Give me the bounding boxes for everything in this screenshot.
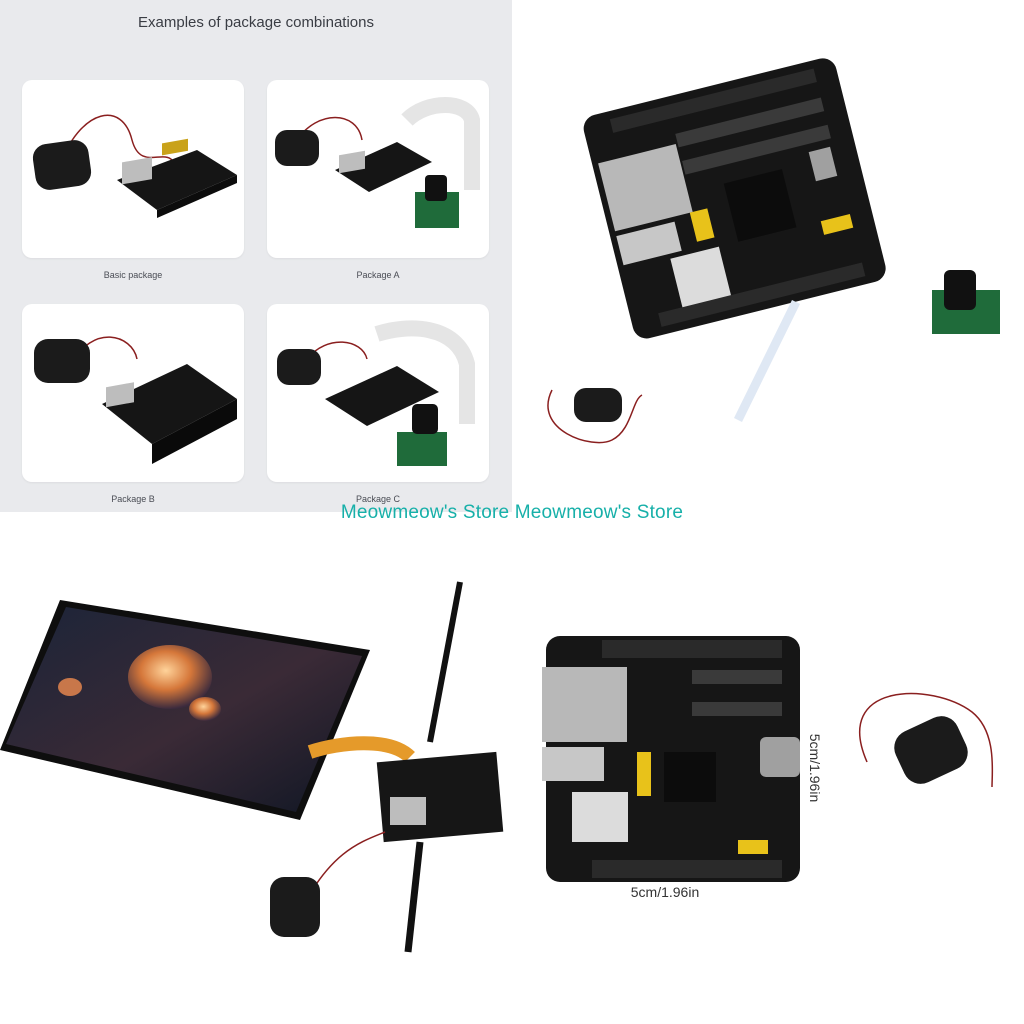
package-label-b: Package B [111,494,155,504]
package-c-photo [277,320,475,466]
package-label-c: Package C [355,494,401,504]
section-heading: Examples of package combinations [138,14,374,31]
board-kit-illustration [547,58,1000,444]
package-card-a [267,80,489,258]
board-accessories-photo [512,0,1024,512]
package-b-photo [34,336,237,464]
store-watermark: Meowmeow's Store Meowmeow's Store [340,502,684,523]
package-card-b [22,304,244,482]
package-a-photo [275,97,480,228]
package-card-basic [22,80,244,258]
package-label-a: Package A [356,270,400,280]
package-combinations-panel: Examples of package combinations Basic p… [0,0,512,512]
board-dimensions-photo [512,512,1024,1024]
board-height-label: 5cm/1.96in [807,733,823,803]
board-dimensions-illustration [542,636,994,882]
basic-package-photo [32,114,237,218]
package-card-c [267,304,489,482]
board-width-label: 5cm/1.96in [630,884,700,900]
display-setup-photo [0,512,512,1024]
package-label-basic: Basic package [103,270,163,280]
display-illustration [0,581,504,953]
